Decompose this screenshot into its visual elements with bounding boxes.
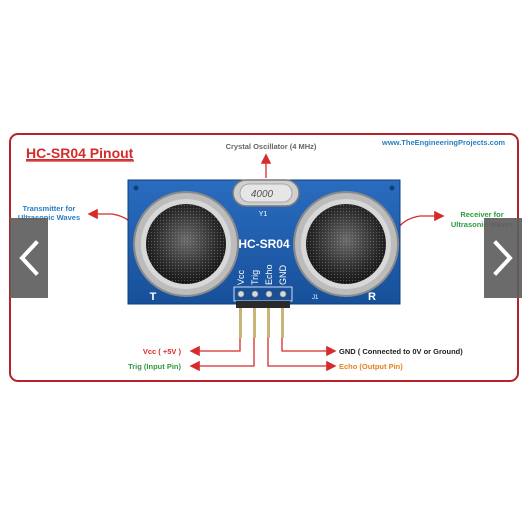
transmitter-label-line2: Ultrasonic Waves — [18, 213, 80, 222]
gnd-pin-leg — [281, 308, 284, 338]
pin-pads — [237, 290, 287, 298]
pin-silk-echo: Echo — [264, 264, 274, 285]
trig-pin-leg — [253, 308, 256, 338]
receiver-transducer — [293, 191, 399, 297]
echo-pin-label: Echo (Output Pin) — [339, 362, 403, 371]
pin-silk-gnd: GND — [278, 265, 288, 286]
pin-silk-vcc: Vcc — [236, 269, 246, 285]
transmitter-transducer — [133, 191, 239, 297]
crystal-marking: 4000 — [251, 189, 274, 200]
crystal-label: Crystal Oscillator (4 MHz) — [226, 142, 317, 151]
page-title: HC-SR04 Pinout — [26, 145, 134, 161]
website-label: www.TheEngineeringProjects.com — [381, 138, 505, 147]
gnd-arrow — [281, 338, 337, 357]
receiver-label-line2: Ultrasonic Waves — [451, 220, 513, 229]
pin-pad — [265, 290, 273, 298]
crystal-oscillator: 4000 — [232, 179, 300, 207]
trig-arrow — [189, 338, 255, 372]
vcc-pin-label: Vcc ( +5V ) — [143, 347, 182, 356]
trig-pin-label: Trig (Input Pin) — [128, 362, 181, 371]
pin-silk-trig: Trig — [250, 270, 260, 285]
receiver-mark: R — [368, 291, 376, 303]
transmitter-mark: T — [150, 291, 157, 303]
hc-sr04-board: 4000 Y1 HC-SR04 T R J1 Vcc Trig Echo GND — [127, 179, 401, 305]
pin-labels: Vcc Trig Echo GND — [236, 264, 288, 285]
mounting-hole — [133, 185, 139, 191]
echo-arrow — [267, 338, 337, 372]
transmitter-label-line1: Transmitter for — [23, 204, 76, 213]
connector-ref: J1 — [312, 295, 319, 301]
echo-pin-leg — [267, 308, 270, 338]
pin-pad — [237, 290, 245, 298]
previous-image-button[interactable] — [10, 218, 48, 298]
crystal-ref: Y1 — [259, 211, 268, 218]
pin-pad — [279, 290, 287, 298]
chevron-left-icon — [19, 240, 39, 276]
chevron-right-icon — [493, 240, 513, 276]
header-pins — [236, 301, 290, 338]
gnd-pin-label: GND ( Connected to 0V or Ground) — [339, 347, 463, 356]
vcc-arrow — [189, 338, 241, 357]
receiver-label-line1: Receiver for — [460, 210, 503, 219]
vcc-pin-leg — [239, 308, 242, 338]
pin-pad — [251, 290, 259, 298]
next-image-button[interactable] — [484, 218, 522, 298]
board-model: HC-SR04 — [238, 237, 290, 251]
mounting-hole — [389, 185, 395, 191]
